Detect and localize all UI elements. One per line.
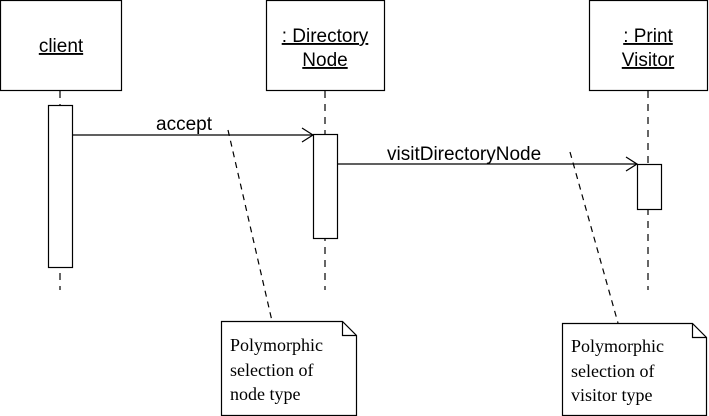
note-line: Polymorphic [571,336,664,356]
note-line: visitor type [571,385,653,405]
message-visit-directory-node: visitDirectoryNode [338,144,639,172]
note-connector-visitor [569,151,619,324]
message-label: visitDirectoryNode [387,144,541,165]
participant-label-line1: : Directory [282,26,369,47]
participant-label-line2: Node [302,50,347,71]
note-connector-node [227,129,273,322]
participant-label-line1: : Print [623,26,673,47]
message-accept: accept [73,114,315,143]
participant-box [265,0,386,92]
participant-print-visitor: : Print Visitor [588,0,709,92]
participant-label-line2: Visitor [622,50,675,71]
note-fold-icon [341,321,357,337]
message-label: accept [156,114,213,135]
note-shape [561,322,708,416]
note-node-type: Polymorphic selection of node type [220,320,358,416]
activation-bar-print-visitor [636,163,663,211]
note-line: selection of [571,361,654,381]
participant-box [0,0,123,92]
arrowhead-icon [625,156,639,172]
arrowhead-icon [301,127,315,143]
participant-box [588,0,709,92]
note-fold-icon [691,323,707,339]
activation-bar-directory-node [312,133,339,240]
note-shape [220,320,358,416]
participant-directory-node: : Directory Node [265,0,386,92]
participant-client: client [0,0,123,92]
note-visitor-type: Polymorphic selection of visitor type [561,322,708,416]
note-line: Polymorphic [230,335,323,355]
activation-bar-client [47,104,74,269]
note-line: node type [230,384,300,404]
note-line: selection of [230,360,313,380]
participant-label: client [39,36,84,57]
